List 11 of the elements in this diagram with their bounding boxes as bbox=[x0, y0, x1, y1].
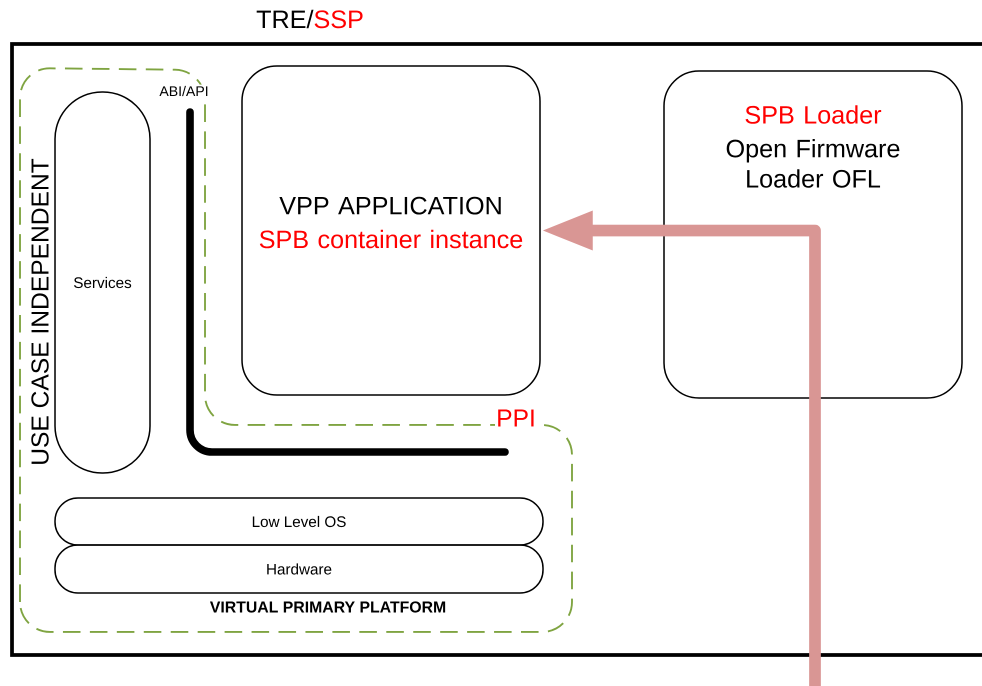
services-box: Services bbox=[54, 91, 151, 474]
region-title: VIRTUAL PRIMARY PLATFORM bbox=[210, 601, 446, 613]
frame-title: TRE/SSP bbox=[256, 10, 363, 28]
os-layer-box: Low Level OS bbox=[54, 497, 544, 546]
interface-label: ABI/API bbox=[158, 84, 210, 98]
interface-label: PPI bbox=[495, 408, 537, 428]
application-box: VPP APPLICATION SPB container instance bbox=[241, 65, 541, 396]
platform-region bbox=[19, 67, 573, 633]
loader-box: SPB Loader Open Firmware Loader OFL bbox=[663, 70, 963, 399]
hardware-layer-box: Hardware bbox=[54, 544, 544, 594]
region-title: USE CASE INDEPENDENT bbox=[31, 158, 49, 464]
